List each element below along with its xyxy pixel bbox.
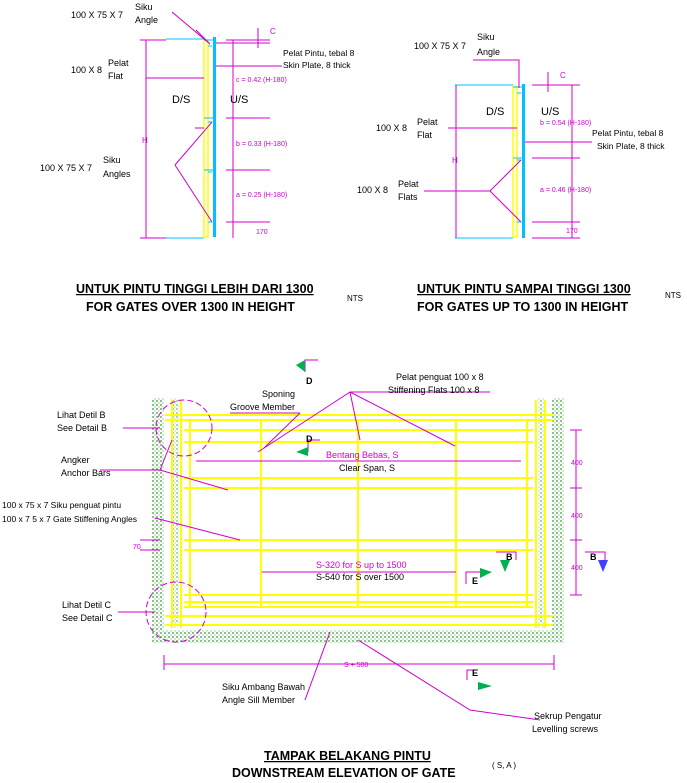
skin-plate-en: Skin Plate, 8 thick <box>283 60 351 70</box>
sill-en: Angle Sill Member <box>222 695 295 705</box>
dim-400-3: 400 <box>571 565 583 572</box>
downstream-elevation: D D B B E E Sponing Groove Member Pelat … <box>2 359 608 780</box>
angker-en: Anchor Bars <box>61 468 111 478</box>
pelat-label: Pelat <box>417 117 438 127</box>
section-b-left-label: B <box>506 552 513 562</box>
flat-label: Flat <box>417 130 433 140</box>
dim-a: a = 0.25 (H-180) <box>236 192 287 199</box>
pelat-flat-size: 100 X 8 <box>71 65 102 75</box>
screws-en: Levelling screws <box>532 724 599 734</box>
stiffening-angles-id: 100 x 75 x 7 Siku penguat pintu <box>2 500 121 510</box>
angles-label: Angles <box>103 169 131 179</box>
section-marker-b-right <box>585 551 608 572</box>
section-d-top-label: D <box>306 376 313 386</box>
siku-label: Siku <box>135 2 153 12</box>
downstream-label: D/S <box>172 94 190 106</box>
flats-label: Flats <box>398 192 418 202</box>
upstream-label: U/S <box>541 106 559 118</box>
dim-70: 70 <box>133 544 141 551</box>
detail-c-en: See Detail C <box>62 613 113 623</box>
span-note-2: S-540 for S over 1500 <box>316 572 404 582</box>
skin-plate-id: Pelat Pintu, tebal 8 <box>592 128 664 138</box>
detail-b-id: Lihat Detil B <box>57 410 106 420</box>
pelat-flat-size: 100 X 8 <box>376 123 407 133</box>
pelat-flats-label: Pelat <box>398 179 419 189</box>
nts-right: NTS <box>665 291 681 300</box>
dim-b: b = 0.54 (H-180) <box>540 120 591 127</box>
pelat-flats-size: 100 X 8 <box>357 185 388 195</box>
sponing-id: Sponing <box>262 389 295 399</box>
section-b-right-label: B <box>590 552 597 562</box>
section-up-to-1300: 100 X 75 X 7 Siku Angle 100 X 8 Pelat Fl… <box>357 32 681 314</box>
gate-frame <box>165 400 553 628</box>
dimension-lines <box>455 72 592 239</box>
clear-span-id: Bentang Bebas, S <box>326 450 399 460</box>
dim-170: 170 <box>566 228 578 235</box>
elevation-title-ref: ( S, A ) <box>492 761 516 770</box>
siku-angle-size: 100 X 75 X 7 <box>414 41 466 51</box>
leaders <box>100 391 582 721</box>
upstream-label: U/S <box>230 94 248 106</box>
elevation-title-id: TAMPAK BELAKANG PINTU <box>264 749 431 763</box>
pelat-label: Pelat <box>108 58 129 68</box>
section-marker-b-left <box>496 551 517 572</box>
stiffening-angles-en: 100 x 7 5 x 7 Gate Stiffening Angles <box>2 514 137 524</box>
sponing-en: Groove Member <box>230 402 295 412</box>
section-marker-e-mid <box>465 568 492 584</box>
detail-c-id: Lihat Detil C <box>62 600 112 610</box>
angle-label: Angle <box>477 47 500 57</box>
dimension-lines <box>140 28 282 239</box>
flat-label: Flat <box>108 71 124 81</box>
elevation-title-en: DOWNSTREAM ELEVATION OF GATE <box>232 766 456 780</box>
dim-a: a = 0.46 (H-180) <box>540 187 591 194</box>
c-mark: C <box>560 71 566 80</box>
nts-left: NTS <box>347 294 363 303</box>
dim-170: 170 <box>256 229 268 236</box>
angle-label: Angle <box>135 15 158 25</box>
gate-section-geometry <box>146 11 216 239</box>
section-d-mid-label: D <box>306 434 313 444</box>
siku-angles-size: 100 X 75 X 7 <box>40 163 92 173</box>
span-note-1: S-320 for S up to 1500 <box>316 560 407 570</box>
concrete-walls <box>152 398 564 643</box>
section-marker-d-mid <box>296 439 320 456</box>
siku-label: Siku <box>477 32 495 42</box>
pelat-penguat-en: Stiffening Flats 100 x 8 <box>388 385 479 395</box>
pelat-penguat-id: Pelat penguat 100 x 8 <box>396 372 484 382</box>
dim-400-1: 400 <box>571 460 583 467</box>
title-up-to-1300-id: UNTUK PINTU SAMPAI TINGGI 1300 <box>417 282 631 296</box>
dim-c: c = 0.42 (H-180) <box>236 77 287 84</box>
title-over-1300-id: UNTUK PINTU TINGGI LEBIH DARI 1300 <box>76 282 314 296</box>
gate-section-geometry <box>424 59 525 239</box>
screws-id: Sekrup Pengatur <box>534 711 602 721</box>
title-up-to-1300-en: FOR GATES UP TO 1300 IN HEIGHT <box>417 300 629 314</box>
angker-id: Angker <box>61 455 90 465</box>
height-label: H <box>142 136 148 145</box>
height-label: H <box>452 156 458 165</box>
detail-b-en: See Detail B <box>57 423 107 433</box>
clear-span-en: Clear Span, S <box>339 463 395 473</box>
siku-angles-label: Siku <box>103 155 121 165</box>
overall-width: S + 500 <box>344 662 368 669</box>
sill-id: Siku Ambang Bawah <box>222 682 305 692</box>
section-marker-e-bottom <box>466 669 492 690</box>
title-over-1300-en: FOR GATES OVER 1300 IN HEIGHT <box>86 300 295 314</box>
dim-b: b = 0.33 (H-180) <box>236 141 287 148</box>
section-e-bottom-label: E <box>472 668 478 678</box>
siku-angle-size: 100 X 75 X 7 <box>71 10 123 20</box>
skin-plate-id: Pelat Pintu, tebal 8 <box>283 48 355 58</box>
dim-400-2: 400 <box>571 513 583 520</box>
section-e-mid-label: E <box>472 576 478 586</box>
downstream-label: D/S <box>486 106 504 118</box>
section-over-1300: 100 X 75 X 7 Siku Angle 100 X 8 Pelat Fl… <box>40 2 363 314</box>
c-mark: C <box>270 27 276 36</box>
section-marker-d-top <box>296 359 318 372</box>
skin-plate-en: Skin Plate, 8 thick <box>597 141 665 151</box>
